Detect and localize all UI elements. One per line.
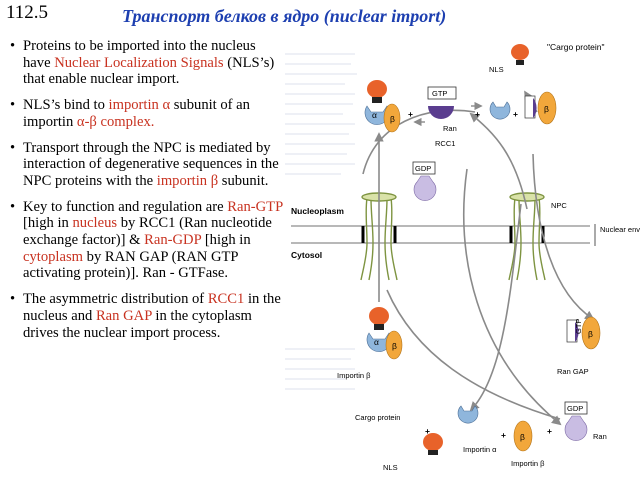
cargo-protein-bottom	[423, 433, 443, 451]
gdp-label-mid: GDP	[415, 164, 431, 173]
nuclear-complex-top	[364, 80, 401, 133]
bullet-text: [high in	[23, 215, 73, 232]
gdp-label-bottom: GDP	[567, 404, 583, 413]
rcc1-label: RCC1	[435, 139, 455, 148]
faded-background-text	[285, 53, 357, 390]
ran-gtp-importin-beta-right	[566, 316, 601, 350]
bullet-text: in the cytoplasm drives the nuclear impo…	[23, 307, 252, 341]
nuclear-import-diagram: α β + GTP Ran RCC1 GDP + + β "Cargo prot…	[285, 42, 640, 472]
highlighted-term: importin β	[156, 172, 219, 189]
bullet-text: Transport through the NPC is mediated by…	[23, 139, 279, 189]
bullet-text: in the nucleus and	[23, 291, 281, 324]
plus-sign-4: +	[425, 426, 430, 436]
cytosolic-complex	[366, 307, 403, 360]
ran-label-top: Ran	[443, 124, 457, 133]
cargo-protein-label: Cargo protein	[355, 413, 400, 422]
highlighted-term: cytoplasm	[23, 248, 83, 265]
ran-gtp-importin-beta-top	[524, 91, 557, 125]
bullet-text: (NLS’s) that enable nuclear import.	[23, 54, 275, 88]
plus-sign-1: +	[408, 109, 413, 119]
cytosol-label: Cytosol	[291, 250, 322, 260]
bullet-text: [high in	[201, 232, 251, 249]
highlighted-term: RCC1	[207, 291, 245, 308]
bullet-list: Proteins to be imported into the nucleus…	[10, 38, 286, 350]
highlighted-term: Nuclear Localization Signals	[54, 54, 224, 71]
importin-beta-label-left: Importin β	[337, 371, 371, 380]
importin-alpha-free-bottom	[457, 405, 479, 424]
nls-bottom-marker	[428, 450, 438, 455]
bullet-text: subunit.	[218, 172, 269, 189]
importin-alpha-label: Importin α	[463, 445, 497, 454]
importin-beta-label-bottom: Importin β	[511, 459, 545, 468]
nls-label-top: NLS	[489, 65, 504, 74]
nuclear-envelope-label: Nuclear envelope	[600, 225, 640, 234]
importin-alpha-free-top	[489, 101, 511, 120]
nucleoplasm-label: Nucleoplasm	[291, 206, 344, 216]
bullet-text: Key to function and regulation are	[23, 198, 228, 215]
ran-gdp-bottom	[564, 401, 588, 441]
bullet-item: NLS’s bind to importin α subunit of an i…	[10, 97, 286, 130]
nuclear-envelope	[291, 225, 590, 244]
bullet-text: NLS’s bind to	[23, 97, 109, 114]
alpha-label-left: α	[374, 337, 379, 347]
beta-label-top: β	[390, 114, 395, 124]
beta-label-bottom: β	[520, 432, 525, 442]
bullet-text: subunit of an importin	[23, 97, 250, 130]
beta-label-top-right: β	[544, 104, 549, 114]
highlighted-term: nucleus	[72, 215, 118, 232]
beta-label-left: β	[392, 341, 397, 351]
nls-top-marker	[516, 60, 524, 65]
gtp-label-top: GTP	[432, 89, 447, 98]
ran-gtp-top	[427, 86, 457, 119]
bullet-text: by RAN GAP (RAN GTP activating protein)]…	[23, 248, 239, 282]
bullet-item: Key to function and regulation are Ran-G…	[10, 199, 286, 283]
ran-label-bottom: Ran	[593, 432, 607, 441]
highlighted-term: α-β complex.	[76, 113, 155, 130]
highlighted-term: Ran-GDP	[144, 232, 202, 249]
ran-gap-label: Ran GAP	[557, 367, 589, 376]
npc-label: NPC	[551, 201, 567, 210]
plus-sign-5: +	[501, 430, 506, 440]
slide-title: Транспорт белков в ядро (nuclear import)	[122, 6, 447, 26]
highlighted-term: Ran GAP	[95, 307, 152, 324]
bullet-text: Proteins to be imported into the nucleus…	[23, 38, 256, 71]
bullet-text: The asymmetric distribution of	[23, 291, 208, 308]
bullet-item: Proteins to be imported into the nucleus…	[10, 38, 286, 88]
slide-number: 112.5	[6, 2, 49, 23]
nls-label-bottom: NLS	[383, 463, 398, 472]
bullet-item: The asymmetric distribution of RCC1 in t…	[10, 291, 286, 341]
beta-label-right: β	[588, 329, 593, 339]
bullet-text: by RCC1 (Ran nucleotide exchange factor)…	[23, 215, 272, 249]
gtp-label-right: GTP	[574, 319, 583, 334]
cargo-protein-quoted-label: "Cargo protein"	[547, 42, 605, 52]
alpha-label-top: α	[372, 110, 377, 120]
plus-sign-2: +	[475, 109, 480, 119]
ran-gdp-mid	[412, 161, 437, 201]
cargo-protein-top	[511, 44, 529, 60]
transport-arrows	[362, 109, 595, 426]
highlighted-term: Ran-GTP	[227, 198, 283, 215]
plus-sign-3: +	[513, 109, 518, 119]
plus-sign-6: +	[547, 426, 552, 436]
bullet-item: Transport through the NPC is mediated by…	[10, 140, 286, 190]
importin-beta-free-bottom	[513, 420, 533, 452]
highlighted-term: importin α	[108, 97, 171, 114]
